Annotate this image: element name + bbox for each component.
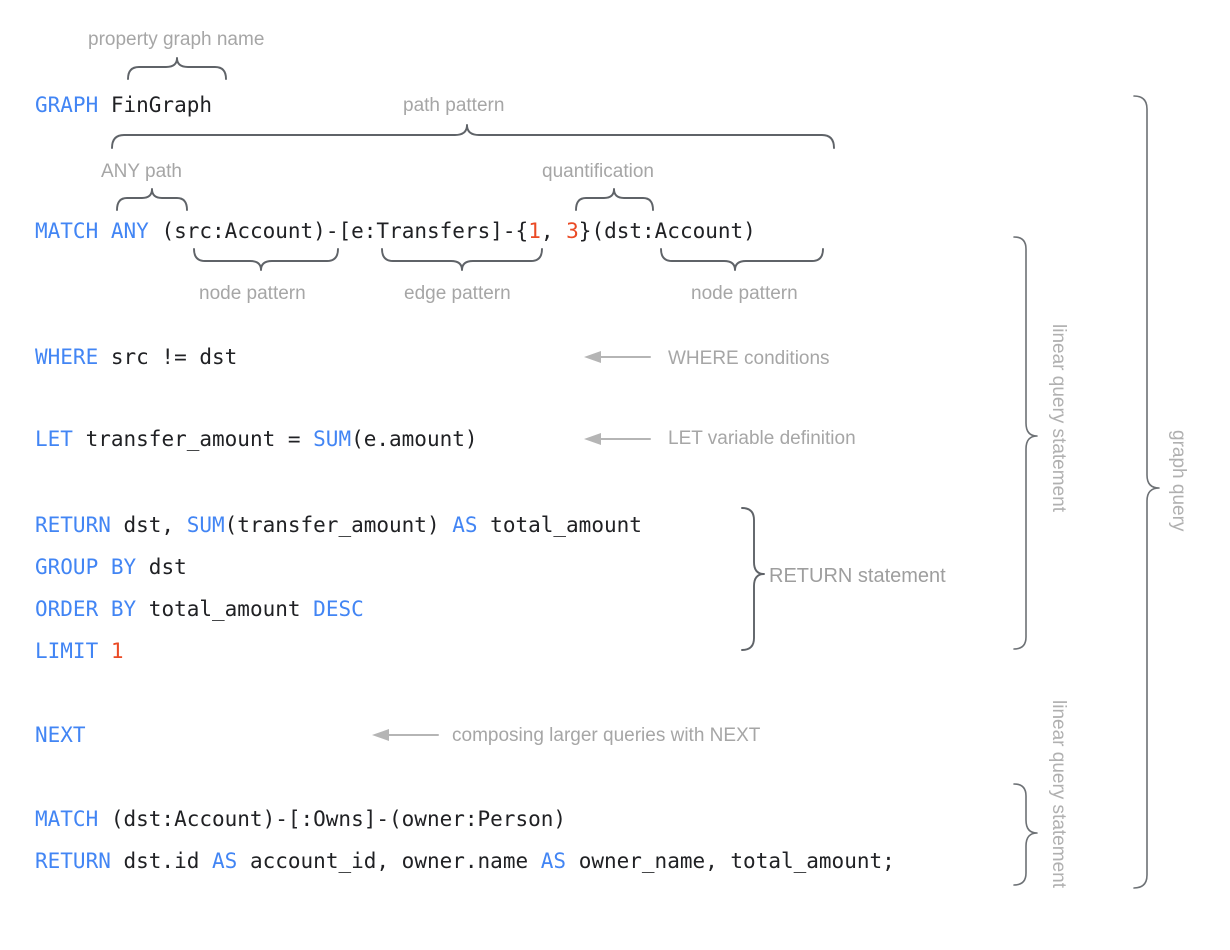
code-line-order-by: ORDER BY total_amount DESC xyxy=(35,596,364,622)
return-sum-arg: (transfer_amount) xyxy=(224,513,453,537)
function-sum: SUM xyxy=(313,427,352,451)
keyword-limit: LIMIT xyxy=(35,639,99,663)
brace-edge-pattern xyxy=(381,248,543,271)
keyword-return: RETURN xyxy=(35,513,111,537)
keyword-as-1: AS xyxy=(212,849,238,873)
quantifier-open-brace: { xyxy=(515,219,529,243)
edge-pattern-transfers: [e:Transfers] xyxy=(338,219,503,243)
label-composing-with-next: composing larger queries with NEXT xyxy=(452,725,761,746)
code-line-let: LET transfer_amount = SUM(e.amount) xyxy=(35,426,478,452)
keyword-order-by: ORDER BY xyxy=(35,597,137,621)
dash-2: - xyxy=(502,219,516,243)
where-expression: src != dst xyxy=(98,345,238,369)
quantifier-min: 1 xyxy=(528,219,541,243)
return-alias: total_amount xyxy=(477,513,642,537)
let-expression: (e.amount) xyxy=(351,427,478,451)
return-2-item-1: dst.id xyxy=(110,849,213,873)
return-2-item-2: account_id, owner.name xyxy=(237,849,541,873)
code-line-group-by: GROUP BY dst xyxy=(35,554,187,580)
code-line-next: NEXT xyxy=(35,722,86,748)
return-first-item: dst, xyxy=(110,513,187,537)
function-sum-return: SUM xyxy=(186,513,225,537)
match-2-pattern: (dst:Account)-[:Owns]-(owner:Person) xyxy=(98,807,567,831)
label-where-conditions: WHERE conditions xyxy=(668,348,830,369)
code-line-return-2: RETURN dst.id AS account_id, owner.name … xyxy=(35,848,895,874)
keyword-as-2: AS xyxy=(540,849,567,873)
label-edge-pattern: edge pattern xyxy=(404,283,511,304)
brace-quantification xyxy=(575,188,654,211)
quantifier-max: 3 xyxy=(566,219,579,243)
graph-name: FinGraph xyxy=(98,93,213,117)
arrow-let-variable-definition xyxy=(584,433,651,445)
keyword-as: AS xyxy=(452,513,478,537)
code-line-match: MATCH ANY (src:Account)-[e:Transfers]-{1… xyxy=(35,218,756,244)
quantifier-close-brace: } xyxy=(578,219,592,243)
dash-1: - xyxy=(325,219,339,243)
limit-space xyxy=(98,639,111,663)
label-quantification: quantification xyxy=(542,161,654,182)
node-pattern-dst: (dst:Account) xyxy=(591,219,756,243)
return-2-item-3: owner_name, total_amount; xyxy=(566,849,895,873)
keyword-group-by: GROUP BY xyxy=(35,555,137,579)
brace-return-statement xyxy=(741,507,765,651)
brace-graph-query xyxy=(1133,95,1160,889)
code-line-match-2: MATCH (dst:Account)-[:Owns]-(owner:Perso… xyxy=(35,806,566,832)
keyword-let: LET xyxy=(35,427,73,451)
quantifier-separator: , xyxy=(540,219,567,243)
keyword-any: ANY xyxy=(110,219,149,243)
label-linear-query-statement-2: linear query statement xyxy=(1048,700,1069,888)
brace-linear-query-statement-1 xyxy=(1013,236,1038,650)
label-node-pattern-right: node pattern xyxy=(691,283,798,304)
label-let-variable-definition: LET variable definition xyxy=(668,428,856,449)
brace-node-pattern-right xyxy=(660,248,824,271)
group-by-expression: dst xyxy=(136,555,187,579)
node-pattern-src: (src:Account) xyxy=(161,219,326,243)
arrow-where-conditions xyxy=(584,351,651,363)
space-1 xyxy=(98,219,111,243)
keyword-match-2: MATCH xyxy=(35,807,99,831)
arrow-composing-with-next xyxy=(372,729,439,741)
code-line-return: RETURN dst, SUM(transfer_amount) AS tota… xyxy=(35,512,642,538)
order-by-expression: total_amount xyxy=(136,597,314,621)
keyword-graph: GRAPH xyxy=(35,93,99,117)
brace-node-pattern-left xyxy=(193,248,339,271)
brace-linear-query-statement-2 xyxy=(1013,783,1038,886)
brace-path-pattern xyxy=(111,124,835,149)
label-graph-query: graph query xyxy=(1168,430,1189,532)
limit-value: 1 xyxy=(110,639,124,663)
code-line-limit: LIMIT 1 xyxy=(35,638,124,664)
brace-any-path xyxy=(116,188,188,211)
let-variable: transfer_amount = xyxy=(72,427,314,451)
label-any-path: ANY path xyxy=(101,161,182,182)
label-node-pattern-left: node pattern xyxy=(199,283,306,304)
label-linear-query-statement-1: linear query statement xyxy=(1048,324,1069,512)
keyword-return-2: RETURN xyxy=(35,849,111,873)
keyword-where: WHERE xyxy=(35,345,99,369)
code-line-graph: GRAPH FinGraph xyxy=(35,92,212,118)
space-2 xyxy=(149,219,162,243)
brace-property-graph-name xyxy=(127,57,227,80)
keyword-next: NEXT xyxy=(35,723,86,747)
keyword-match: MATCH xyxy=(35,219,99,243)
label-path-pattern: path pattern xyxy=(403,95,505,116)
keyword-desc: DESC xyxy=(313,597,364,621)
code-line-where: WHERE src != dst xyxy=(35,344,237,370)
label-return-statement: RETURN statement xyxy=(769,565,946,587)
label-property-graph-name: property graph name xyxy=(88,29,265,50)
